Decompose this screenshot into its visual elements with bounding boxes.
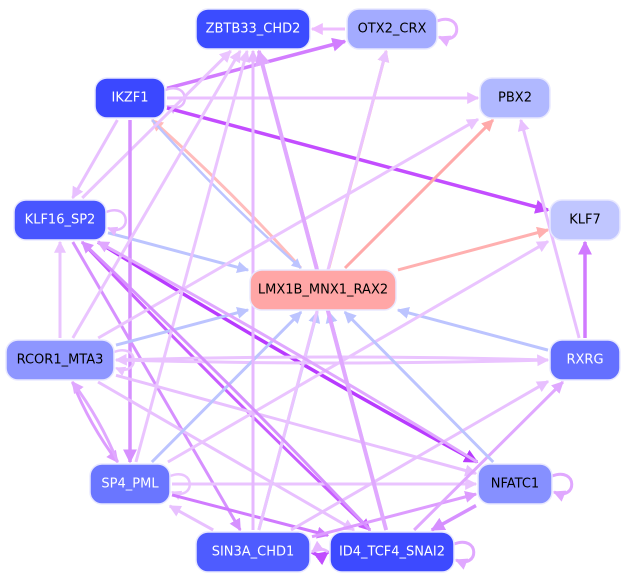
- node-label: RCOR1_MTA3: [17, 353, 104, 368]
- node-sin3a-chd1[interactable]: SIN3A_CHD1: [195, 531, 311, 573]
- node-pbx2[interactable]: PBX2: [479, 77, 551, 119]
- edge-sp4_pml-to-lmx1b_mnx1_rax2: [150, 310, 303, 464]
- edge-sp4_pml-to-sp4_pml: [169, 473, 191, 501]
- edge-rcor1_mta3-to-id4_tcf4_snai2: [97, 380, 355, 532]
- edge-klf16_sp2-to-zbtb33_chd2: [81, 49, 232, 200]
- node-id4-tcf4-snai2[interactable]: ID4_TCF4_SNAI2: [329, 531, 455, 573]
- edge-rcor1_mta3-to-zbtb33_chd2: [71, 49, 242, 339]
- node-box: [5, 339, 115, 381]
- node-box: [89, 463, 171, 505]
- edge-rcor1_mta3-to-sp4_pml: [71, 381, 119, 463]
- node-label: PBX2: [498, 91, 532, 106]
- edge-klf16_sp2-to-klf16_sp2: [105, 209, 127, 237]
- edge-nfatc1-to-klf16_sp2: [96, 240, 478, 464]
- node-label: KLF16_SP2: [25, 213, 96, 228]
- node-label: LMX1B_MNX1_RAX2: [258, 283, 388, 298]
- node-label: KLF7: [569, 213, 601, 228]
- edge-sp4_pml-to-id4_tcf4_snai2: [171, 493, 330, 539]
- node-label: RXRG: [566, 353, 603, 368]
- edge-sin3a_chd1-to-id4_tcf4_snai2: [310, 550, 330, 566]
- node-lmx1b-mnx1-rax2[interactable]: LMX1B_MNX1_RAX2: [249, 269, 397, 311]
- edge-ikzf1-to-lmx1b_mnx1_rax2: [151, 119, 302, 269]
- node-box: [249, 269, 397, 311]
- node-otx2-crx[interactable]: OTX2_CRX: [346, 8, 438, 50]
- node-box: [195, 8, 311, 50]
- node-label: IKZF1: [111, 91, 148, 106]
- edge-lmx1b_mnx1_rax2-to-ikzf1: [151, 118, 303, 270]
- edge-id4_tcf4_snai2-to-klf16_sp2: [80, 240, 372, 532]
- node-box: [477, 463, 553, 505]
- edge-sin3a_chd1-to-rxrg: [290, 380, 550, 532]
- edges-layer: [54, 17, 592, 570]
- node-label: OTX2_CRX: [358, 22, 427, 37]
- node-klf7[interactable]: KLF7: [549, 199, 621, 241]
- node-rxrg[interactable]: RXRG: [549, 339, 621, 381]
- node-box: [549, 339, 621, 381]
- edge-id4_tcf4_snai2-to-id4_tcf4_snai2: [453, 540, 476, 570]
- node-nfatc1[interactable]: NFATC1: [477, 463, 553, 505]
- node-box: [329, 531, 455, 573]
- edge-lmx1b_mnx1_rax2-to-pbx2: [343, 118, 495, 270]
- edge-rcor1_mta3-to-pbx2: [97, 118, 480, 340]
- node-label: SP4_PML: [101, 477, 159, 492]
- node-label: ZBTB33_CHD2: [206, 22, 301, 37]
- node-box: [346, 8, 438, 50]
- edge-rxrg-to-rcor1_mta3: [114, 353, 549, 366]
- node-label: ID4_TCF4_SNAI2: [339, 545, 445, 560]
- edge-sin3a_chd1-to-sp4_pml: [168, 504, 214, 532]
- edge-otx2_crx-to-otx2_crx: [436, 17, 459, 47]
- node-label: NFATC1: [491, 477, 539, 492]
- edge-rcor1_mta3-to-lmx1b_mnx1_rax2: [115, 306, 250, 347]
- node-box: [549, 199, 621, 241]
- edge-nfatc1-to-lmx1b_mnx1_rax2: [343, 310, 495, 464]
- node-klf16-sp2[interactable]: KLF16_SP2: [13, 199, 107, 241]
- edge-ikzf1-to-klf16_sp2: [71, 119, 119, 200]
- node-label: SIN3A_CHD1: [212, 545, 295, 560]
- node-box: [13, 199, 107, 241]
- node-ikzf1[interactable]: IKZF1: [94, 77, 166, 119]
- edge-klf16_sp2-to-nfatc1: [96, 240, 479, 464]
- node-box: [479, 77, 551, 119]
- node-sp4-pml[interactable]: SP4_PML: [89, 463, 171, 505]
- node-rcor1-mta3[interactable]: RCOR1_MTA3: [5, 339, 115, 381]
- edge-rxrg-to-lmx1b_mnx1_rax2: [396, 307, 549, 352]
- edge-lmx1b_mnx1_rax2-to-klf7: [397, 226, 550, 272]
- node-box: [94, 77, 166, 119]
- edge-sp4_pml-to-zbtb33_chd2: [134, 49, 251, 463]
- edge-nfatc1-to-nfatc1: [551, 472, 574, 502]
- edge-nfatc1-to-id4_tcf4_snai2: [430, 504, 477, 532]
- edge-sin3a_chd1-to-nfatc1: [311, 491, 478, 539]
- edge-id4_tcf4_snai2-to-sin3a_chd1: [311, 540, 329, 554]
- edge-rcor1_mta3-to-rxrg: [115, 354, 550, 367]
- node-zbtb33-chd2[interactable]: ZBTB33_CHD2: [195, 8, 311, 50]
- edge-sp4_pml-to-klf7: [167, 240, 550, 464]
- node-box: [195, 531, 311, 573]
- edge-sp4_pml-to-rcor1_mta3: [71, 381, 119, 463]
